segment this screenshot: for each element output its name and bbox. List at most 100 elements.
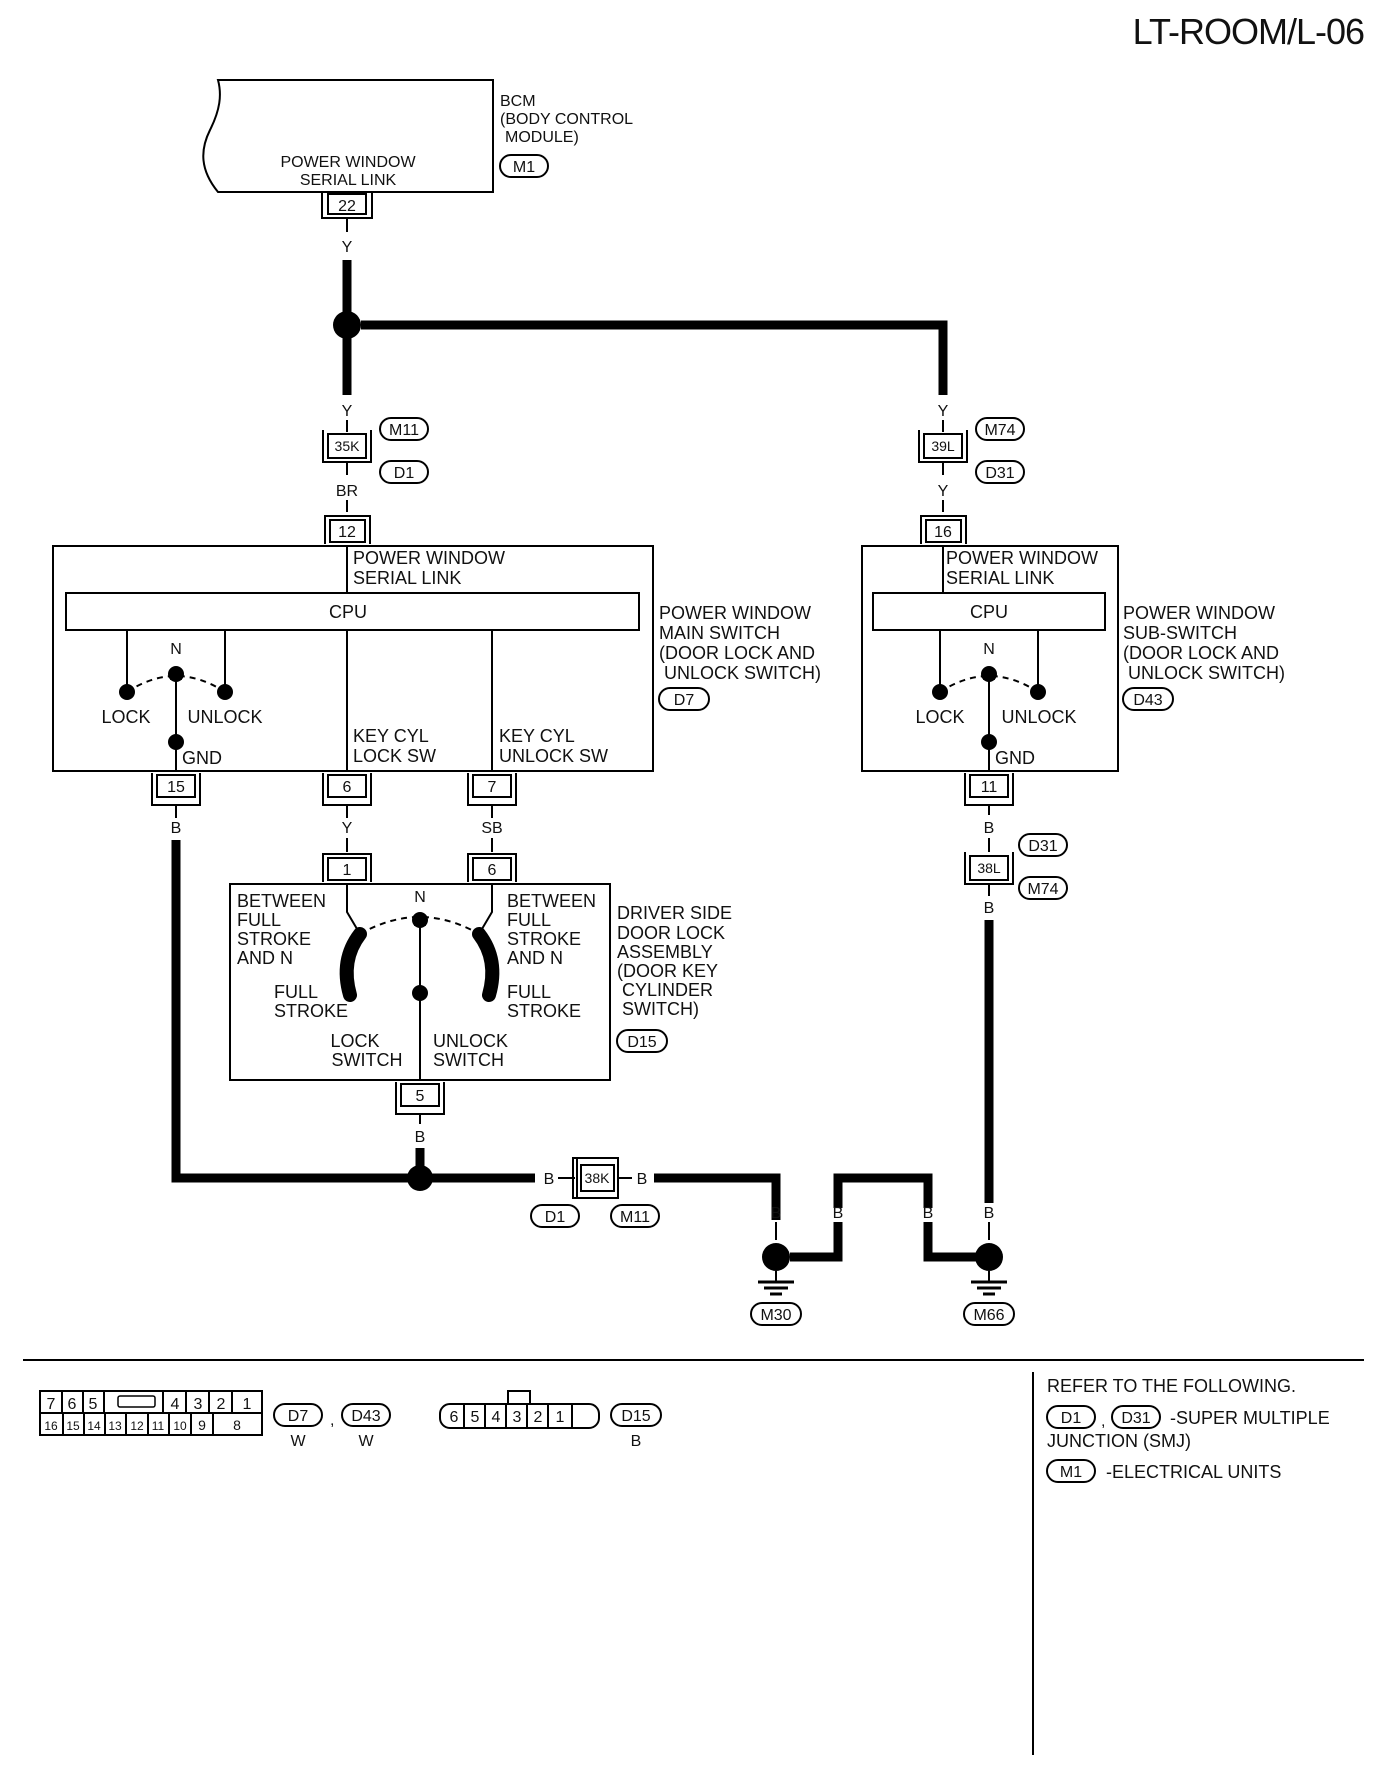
wire-color-sb: SB: [481, 820, 502, 837]
main-pin-6-label: 6: [343, 779, 352, 796]
conn16-pin-10: 10: [173, 1419, 187, 1433]
wire-color-b-8b: B: [833, 1205, 844, 1222]
main-switch-name-3: (DOOR LOCK AND: [659, 643, 815, 663]
door-pivot-contact: [412, 985, 428, 1001]
main-switch-conn: D7: [674, 692, 695, 709]
door-pin-5-label: 5: [416, 1088, 425, 1105]
conn16-pin-16: 16: [44, 1419, 58, 1433]
joint-38k-label: 38K: [585, 1170, 611, 1186]
main-lock-label: LOCK: [101, 707, 150, 727]
wire-label-bg-3: [981, 1203, 997, 1221]
main-keyunlock-label-1: KEY CYL: [499, 726, 575, 746]
main-pin-15-label: 15: [167, 779, 185, 796]
main-pin-7: 7: [467, 773, 517, 806]
sub-unlock-label: UNLOCK: [1001, 707, 1076, 727]
sub-serial-label-2: SERIAL LINK: [946, 568, 1054, 588]
door-unlock-switch-1: UNLOCK: [433, 1031, 508, 1051]
conn6-pin-1: 1: [556, 1409, 565, 1426]
wire-b-38k-to-m30: [654, 1173, 781, 1220]
wire-b-ground-link: [790, 1173, 976, 1262]
connector-face-6pin: 6 5 4 3 2 1: [439, 1390, 600, 1429]
conn16-sep: ,: [330, 1412, 334, 1429]
conn16-pin-13: 13: [108, 1419, 122, 1433]
door-left-full-2: STROKE: [274, 1001, 348, 1021]
door-pin-1: 1: [322, 853, 372, 882]
main-switch-d7: 12 POWER WINDOW SERIAL LINK CPU N LOCK U…: [52, 515, 821, 806]
connector-face-16pin: 7 6 5 4 3 2 1 16 15 14 13 12 11 10 9 8: [39, 1390, 263, 1436]
wire-color-b-6: B: [984, 900, 995, 917]
joint-38l-conn1-oval: [1018, 833, 1068, 857]
conn6-pin-5: 5: [471, 1409, 480, 1426]
wire-color-b-7: B: [771, 1205, 782, 1222]
door-right-full-2: STROKE: [507, 1001, 581, 1021]
main-switch-name-1: POWER WINDOW: [659, 603, 811, 623]
ground-m66-point: [975, 1243, 1003, 1271]
refer-sep: ,: [1101, 1413, 1105, 1430]
wire-color-b-2: B: [415, 1129, 426, 1146]
ground-m66-label: M66: [973, 1307, 1004, 1324]
conn6-pin-3: 3: [513, 1409, 522, 1426]
main-serial-label-2: SERIAL LINK: [353, 568, 461, 588]
sub-pin-11-label: 11: [981, 779, 998, 796]
bcm-unit: POWER WINDOW SERIAL LINK BCM (BODY CONTR…: [202, 79, 633, 193]
joint-39l-conn2: D31: [985, 465, 1014, 482]
main-unlock-label: UNLOCK: [187, 707, 262, 727]
conn16-d7-color: W: [290, 1433, 306, 1450]
refer-m1: M1: [1060, 1464, 1082, 1481]
ground-m30: M30: [750, 1243, 802, 1326]
wire-color-y-1: Y: [342, 239, 353, 256]
refer-m1-oval: [1046, 1459, 1096, 1483]
main-switch-conn-oval: [658, 687, 710, 711]
joint-35k-conn1: M11: [389, 422, 419, 439]
splice-top: [333, 311, 361, 339]
conn16-d7-oval: [273, 1403, 323, 1427]
joint-38l: 38L: [964, 852, 1014, 885]
conn16-pin-8: 8: [233, 1417, 241, 1433]
refer-item2-text: -ELECTRICAL UNITS: [1106, 1462, 1281, 1482]
door-unlock-full-stroke: [472, 927, 500, 1002]
conn16-d43-oval: [341, 1403, 391, 1427]
joint-38k-conn1-oval: [530, 1204, 580, 1228]
conn6-d15: D15: [621, 1408, 650, 1425]
main-n-label: N: [170, 641, 182, 658]
sub-unlock-contact: [1030, 684, 1046, 700]
door-pin-5: 5: [395, 1082, 445, 1115]
sub-switch-d43: 16 POWER WINDOW SERIAL LINK CPU N LOCK U…: [861, 515, 1285, 806]
joint-35k-conn2-oval: [379, 460, 429, 484]
joint-38k: 38K: [572, 1157, 619, 1199]
door-right-between-2: FULL: [507, 910, 551, 930]
door-right-between-4: AND N: [507, 948, 563, 968]
main-pin-12-label: 12: [338, 524, 356, 541]
sub-gnd-label: GND: [995, 748, 1035, 768]
bcm-connector-id: M1: [513, 159, 535, 176]
refer-d31-oval: [1111, 1405, 1161, 1429]
door-right-full-1: FULL: [507, 982, 551, 1002]
main-cpu-box: [65, 592, 640, 631]
door-lock-name-1: DRIVER SIDE: [617, 903, 732, 923]
conn16-pin-2: 2: [217, 1396, 226, 1413]
joint-39l-conn1-oval: [975, 417, 1025, 441]
wire-color-y-5: Y: [342, 820, 353, 837]
wire-y-to-sub: [361, 320, 948, 395]
joint-38l-conn1: D31: [1028, 838, 1057, 855]
ground-m30-label: M30: [760, 1307, 791, 1324]
sub-switch-name-4: UNLOCK SWITCH): [1128, 663, 1285, 683]
main-pin-15: 15: [151, 773, 201, 806]
joint-39l: 39L: [918, 430, 968, 463]
door-left-between-3: STROKE: [237, 929, 311, 949]
joint-38l-conn2: M74: [1027, 881, 1058, 898]
sub-lock-label: LOCK: [915, 707, 964, 727]
refer-d31: D31: [1121, 1410, 1150, 1427]
sub-switch-name-1: POWER WINDOW: [1123, 603, 1275, 623]
sub-n-label: N: [983, 641, 995, 658]
bcm-pin-label-2: SERIAL LINK: [300, 172, 397, 189]
refer-heading: REFER TO THE FOLLOWING.: [1047, 1376, 1296, 1396]
main-switch-arc: [126, 675, 226, 693]
main-keyunlock-label-2: UNLOCK SW: [499, 746, 608, 766]
refer-item1-text-2: JUNCTION (SMJ): [1047, 1431, 1191, 1451]
door-right-between-1: BETWEEN: [507, 891, 596, 911]
door-right-between-3: STROKE: [507, 929, 581, 949]
bcm-desc-1: (BODY CONTROL: [500, 111, 633, 128]
door-lock-switch-1: LOCK: [330, 1031, 379, 1051]
